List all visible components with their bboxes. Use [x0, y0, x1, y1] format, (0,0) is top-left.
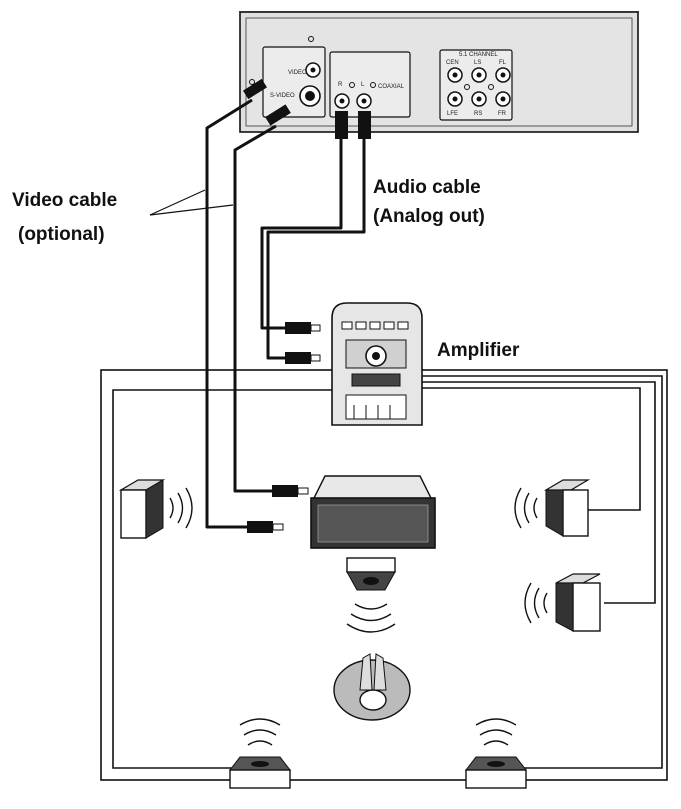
- lfe-label: LFE: [447, 111, 458, 117]
- coaxial-label: COAXIAL: [378, 84, 405, 90]
- cen-label: CEN: [446, 60, 459, 66]
- television: [310, 475, 436, 549]
- fr-label: FR: [498, 111, 507, 117]
- video-cable-label: Video cable: [12, 190, 117, 211]
- front-right-speaker: [514, 479, 591, 537]
- front-left-speaker: [118, 479, 193, 539]
- fl-label: FL: [499, 60, 507, 66]
- audio-cable-note: (Analog out): [373, 206, 485, 227]
- video-cables: [205, 78, 309, 533]
- s-video-jack-label: S-VIDEO: [270, 93, 295, 99]
- audio-right-label: R: [338, 82, 343, 88]
- rear-right-speaker: [464, 718, 528, 789]
- audio-cables: [149, 111, 371, 364]
- audio-cable-label: Audio cable: [373, 177, 481, 198]
- audio-left-label: L: [361, 82, 365, 88]
- rs-label: RS: [474, 111, 482, 117]
- ls-label: LS: [474, 60, 481, 66]
- center-speaker: [346, 557, 396, 633]
- dvd-player: VIDEO S-VIDEO R L COAXIAL 5.1 CHANNEL CE…: [238, 11, 640, 133]
- amplifier-label: Amplifier: [437, 340, 520, 361]
- listener: [333, 653, 411, 721]
- amplifier: [331, 302, 423, 426]
- video-jack-label: VIDEO: [288, 70, 307, 76]
- rear-left-speaker: [228, 718, 292, 789]
- channel-title: 5.1 CHANNEL: [459, 52, 498, 58]
- side-right-speaker: [524, 573, 601, 632]
- video-cable-note: (optional): [18, 224, 105, 245]
